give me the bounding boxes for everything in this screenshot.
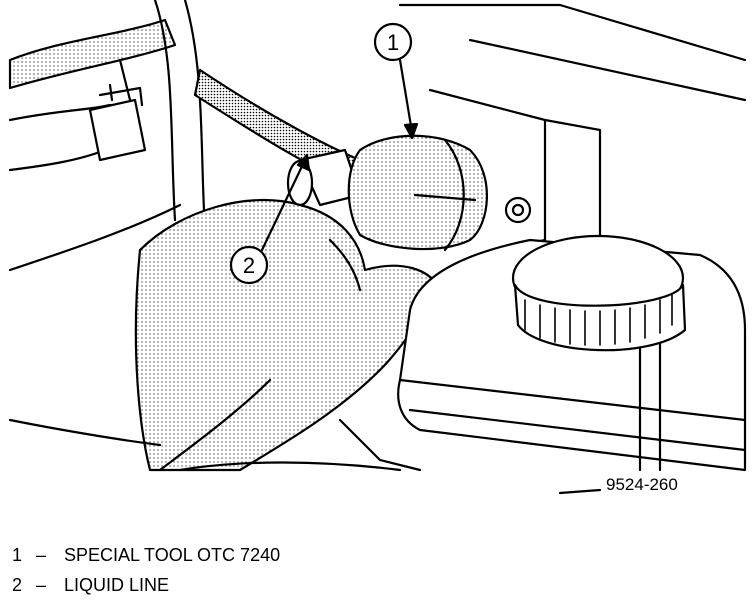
legend: 1–SPECIAL TOOL OTC 7240 2–LIQUID LINE <box>12 540 280 600</box>
legend-text-1: SPECIAL TOOL OTC 7240 <box>64 545 281 565</box>
legend-row-1: 1–SPECIAL TOOL OTC 7240 <box>12 540 280 570</box>
special-tool <box>347 134 489 251</box>
callout-leader-1 <box>398 58 414 134</box>
legend-number-1: 1 <box>12 545 23 565</box>
bracket-bolt <box>504 196 532 224</box>
upper-panel-lines <box>398 3 747 102</box>
callout-number-2: 2 <box>243 253 255 278</box>
legend-row-2: 2–LIQUID LINE <box>12 570 280 600</box>
callout-circle-1 <box>373 22 413 62</box>
legend-text-2: LIQUID LINE <box>64 575 170 595</box>
legend-dash-2: – <box>36 575 47 595</box>
hose-upper-left <box>8 18 177 90</box>
figure-id: 9524-260 <box>604 475 680 495</box>
connector-block <box>88 98 147 162</box>
callout-number-1: 1 <box>387 30 399 55</box>
service-illustration: 1 2 <box>8 0 747 495</box>
callout-leader-2 <box>260 158 307 252</box>
legend-dash-1: – <box>36 545 47 565</box>
callout-circle-2 <box>229 245 269 285</box>
legend-number-2: 2 <box>12 575 23 595</box>
